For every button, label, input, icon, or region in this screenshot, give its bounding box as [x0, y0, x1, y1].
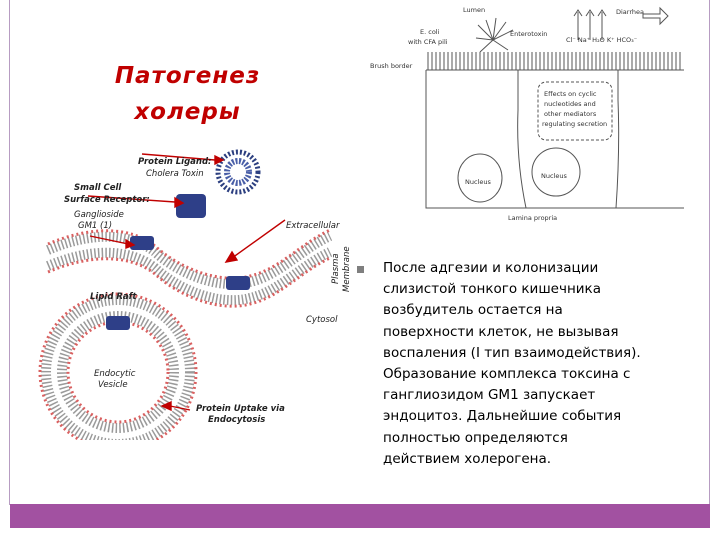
plasma-label: Plasma [331, 253, 341, 284]
bullet-marker-icon [357, 266, 364, 273]
cholera-toxin-structure [215, 149, 261, 195]
cytosol-label: Cytosol [306, 315, 338, 325]
protein-ligand-label: Protein Ligand: [138, 157, 211, 167]
receptor-label-1: Small Cell [74, 183, 122, 193]
plasma-membrane [46, 228, 333, 308]
diarrhea-arrow [642, 6, 669, 26]
title-line-2: холеры [134, 99, 241, 125]
ganglioside-label: Ganglioside [74, 210, 124, 220]
effects-label-3: other mediators [544, 110, 597, 118]
annotation-arrows [87, 153, 286, 412]
body-paragraph: После адгезии и колонизации слизистой то… [383, 260, 641, 467]
nucleus-left [457, 153, 503, 203]
secretion-arrows [573, 9, 607, 40]
gm1-label: GM1 (1) [78, 221, 112, 231]
slide-title: Патогенез холеры [95, 58, 280, 130]
enterotoxin-burst [475, 17, 514, 53]
membrane-label: Membrane [342, 246, 352, 292]
diarrhea-label: Diarrhea [616, 8, 644, 16]
endocytic-vesicle [38, 292, 198, 440]
lipid-raft-label: Lipid Raft [90, 292, 137, 302]
endocytic-label: Endocytic [94, 369, 136, 379]
effects-label-4: regulating secretion [542, 120, 607, 128]
effects-box [537, 81, 613, 141]
brush-border-microvilli [427, 52, 681, 70]
receptor-label-2: Surface Receptor: [64, 195, 150, 205]
effects-label-2: nucleotides and [544, 100, 596, 108]
effects-label-1: Effects on cyclic [544, 90, 597, 98]
toxin-complexes [106, 194, 250, 330]
nucleus-right-label: Nucleus [541, 172, 567, 180]
uptake-label-2: Endocytosis [208, 415, 265, 425]
ions-label: Cl⁻ Na⁺ H₂O K⁺ HCO₃⁻ [566, 36, 637, 44]
epithelial-cell-figure: Lumen Diarrhea E. coli with CFA pili Ent… [370, 6, 684, 222]
ecoli-label-1: E. coli [420, 28, 440, 36]
title-line-1: Патогенез [114, 63, 261, 89]
uptake-label-1: Protein Uptake via [196, 404, 285, 414]
bottom-accent-bar [10, 504, 710, 528]
nucleus-left-label: Nucleus [465, 178, 491, 186]
cholera-toxin-label: Cholera Toxin [146, 169, 204, 179]
slide-frame-right [709, 0, 710, 505]
brush-border-label: Brush border [370, 62, 413, 70]
extracellular-label: Extracellular [286, 221, 340, 231]
vesicle-label: Vesicle [98, 380, 128, 390]
enterotoxin-label: Enterotoxin [510, 30, 547, 38]
cell-outline [425, 69, 684, 209]
lamina-label: Lamina propria [508, 214, 557, 222]
slide-frame-left [9, 0, 10, 505]
ecoli-label-2: with CFA pili [408, 38, 448, 46]
nucleus-right [531, 147, 581, 197]
lumen-label: Lumen [463, 6, 485, 14]
endocytosis-figure: Protein Ligand: Cholera Toxin Small Cell… [38, 149, 352, 440]
